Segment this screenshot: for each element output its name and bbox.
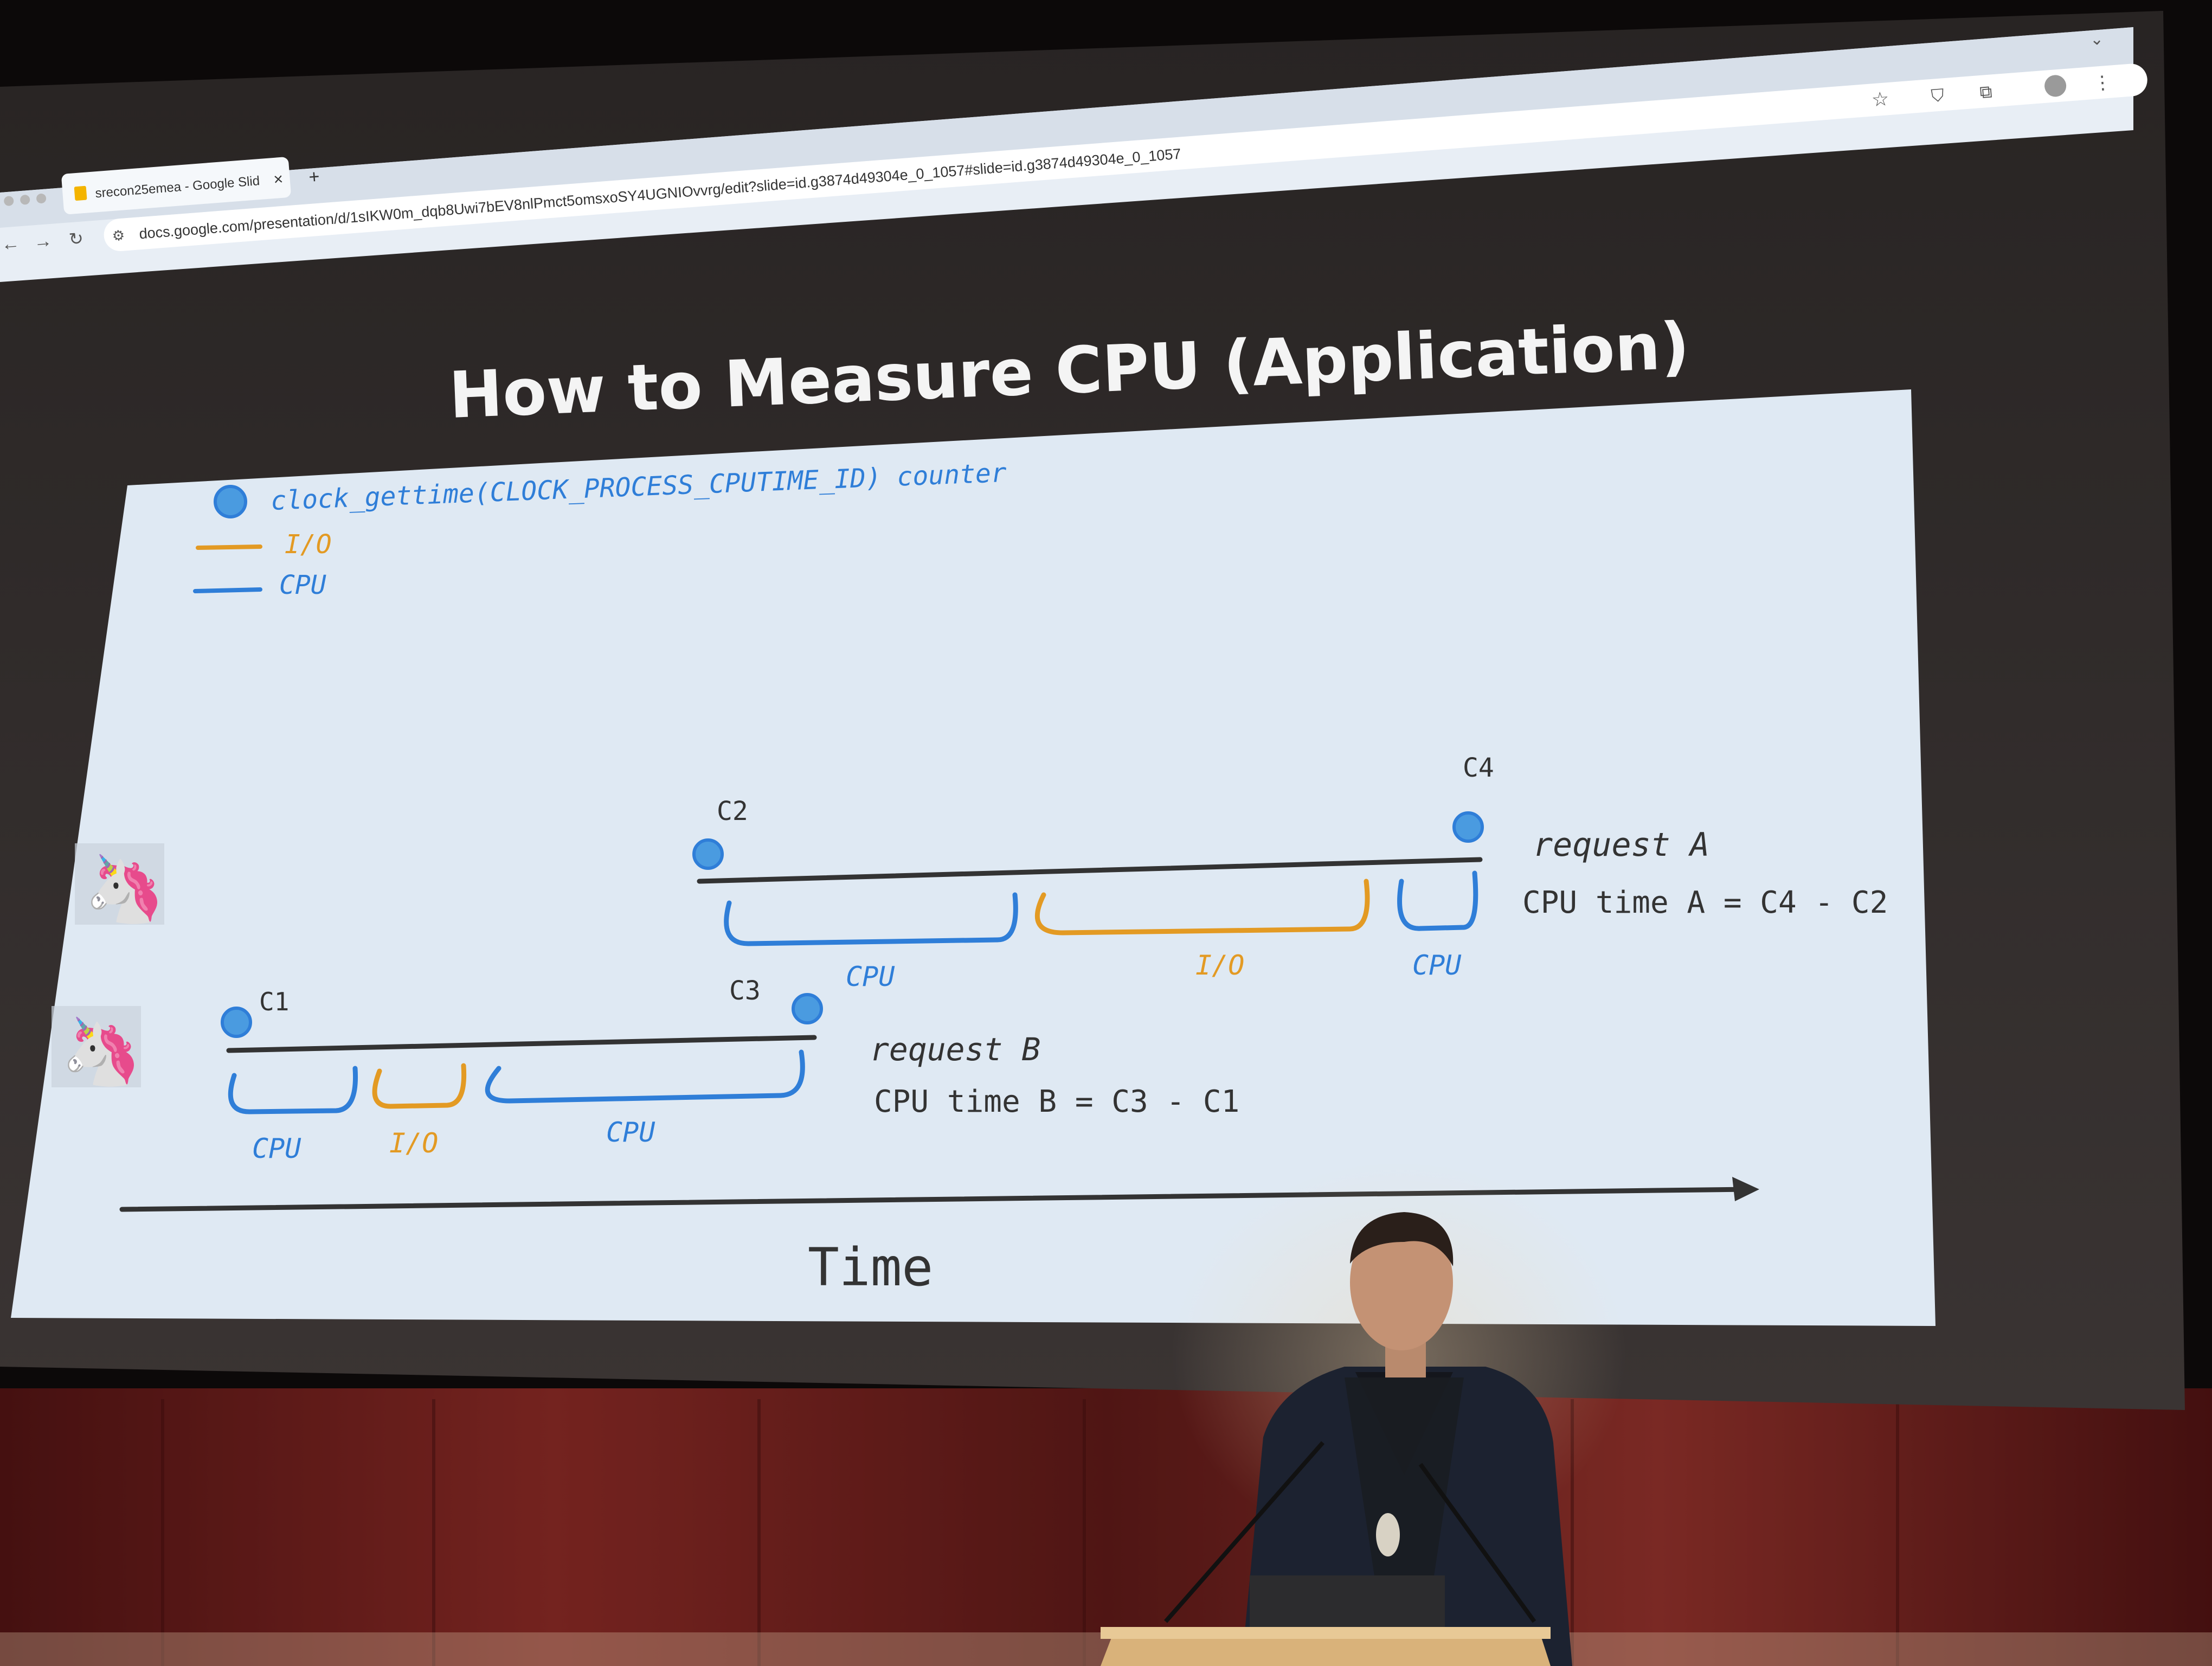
reload-icon[interactable]: ↻ <box>68 228 84 249</box>
bookmark-star-icon[interactable]: ☆ <box>1870 87 1889 111</box>
unicorn-icon: 🦄 <box>75 843 165 927</box>
request-a-formula: CPU time A = C4 - C2 <box>1522 885 1888 920</box>
request-a-segment-label: I/O <box>1195 950 1244 981</box>
request-b-segment-label: CPU <box>606 1117 655 1148</box>
legend-counter-dot <box>214 485 247 518</box>
request-b-timeline <box>226 1035 817 1053</box>
tab-strip <box>0 27 2133 228</box>
browser-window: srecon25emea - Google Slid × + ← → ↻ ⚙ d… <box>0 27 2148 282</box>
address-bar[interactable] <box>102 62 2148 252</box>
request-a-cpu-bracket <box>724 892 1018 946</box>
counter-label-c1: C1 <box>259 987 289 1016</box>
request-a-timeline <box>697 857 1483 884</box>
menu-kebab-icon[interactable]: ⋮ <box>2093 72 2113 93</box>
slide-canvas <box>11 389 1935 1326</box>
time-axis-label: Time <box>808 1237 933 1298</box>
tab-search-chevron-icon[interactable]: ⌄ <box>2089 30 2105 49</box>
site-info-icon[interactable]: ⚙ <box>112 227 126 244</box>
counter-dot-c3 <box>792 993 823 1024</box>
extensions-puzzle-icon[interactable]: ⧉ <box>1979 81 1993 102</box>
window-min-dot[interactable] <box>20 195 30 205</box>
request-a: C2 C4 CPU I/O CPU request A CPU time A =… <box>692 753 1888 992</box>
legend-cpu-line <box>193 587 262 593</box>
request-b-segment-label: I/O <box>389 1127 438 1159</box>
tab-close-icon[interactable]: × <box>273 170 284 189</box>
counter-label-c2: C2 <box>717 796 748 826</box>
request-b-cpu-bracket <box>485 1049 805 1104</box>
request-a-name: request A <box>1533 826 1709 864</box>
svg-text:🦄: 🦄 <box>84 851 165 927</box>
legend-io-label: I/O <box>285 529 332 560</box>
counter-dot-c1 <box>221 1007 252 1038</box>
request-a-segment-label: CPU <box>1412 950 1462 981</box>
request-b-io-bracket <box>372 1063 467 1109</box>
request-a-io-bracket <box>1034 879 1370 935</box>
new-tab-button[interactable]: + <box>308 166 320 188</box>
svg-text:🦄: 🦄 <box>61 1014 142 1090</box>
window-close-dot[interactable] <box>4 196 14 206</box>
request-b-formula: CPU time B = C3 - C1 <box>874 1084 1239 1119</box>
speaker <box>1163 1161 1626 1666</box>
request-b-segment-label: CPU <box>252 1133 301 1164</box>
legend-cpu-label: CPU <box>279 570 326 600</box>
slide-diagram: clock_gettime(CLOCK_PROCESS_CPUTIME_ID) … <box>52 458 1888 1298</box>
window-max-dot[interactable] <box>36 193 47 204</box>
counter-dot-c2 <box>692 838 724 870</box>
request-b-cpu-bracket <box>228 1066 358 1114</box>
request-a-cpu-bracket <box>1397 870 1478 931</box>
browser-tab[interactable] <box>61 157 292 215</box>
request-a-segment-label: CPU <box>846 961 895 992</box>
forward-icon[interactable]: → <box>33 230 53 252</box>
extension-shield-icon[interactable]: ⛉ <box>1930 85 1945 106</box>
counter-label-c3: C3 <box>729 976 761 1006</box>
back-icon[interactable]: ← <box>1 233 21 254</box>
profile-avatar[interactable] <box>2044 74 2067 98</box>
counter-label-c4: C4 <box>1463 753 1494 783</box>
request-b-name: request B <box>870 1031 1040 1068</box>
legend-io-line <box>196 544 262 550</box>
request-b: C1 C3 CPU I/O CPU request B CPU time B =… <box>221 976 1239 1164</box>
slides-favicon <box>74 185 87 201</box>
time-axis-arrowhead <box>1732 1177 1759 1201</box>
lectern <box>1101 1627 1551 1666</box>
stage-wall <box>0 1388 2212 1666</box>
unicorn-icon: 🦄 <box>52 1006 142 1090</box>
counter-dot-c4 <box>1452 811 1484 843</box>
